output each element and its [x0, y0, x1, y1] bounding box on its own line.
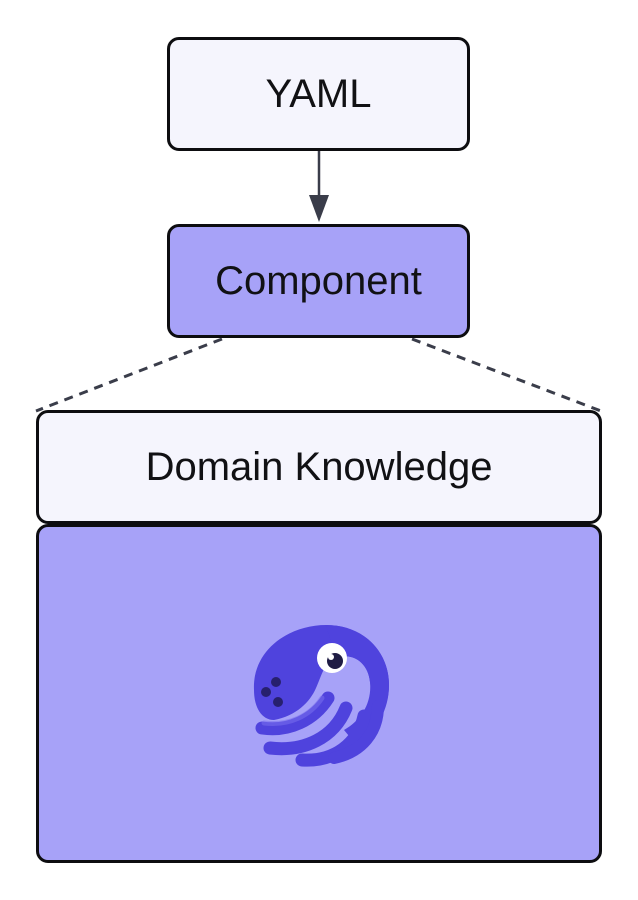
yaml-node: YAML [167, 37, 470, 151]
domain-knowledge-label: Domain Knowledge [145, 444, 493, 489]
arrowhead-icon [309, 195, 329, 222]
component-label: Component [215, 258, 422, 303]
zoom-line-right [411, 337, 602, 413]
domain-knowledge-node: Domain Knowledge [36, 410, 602, 524]
zoom-line-left [35, 337, 223, 413]
logo-panel [36, 524, 602, 863]
component-node: Component [167, 224, 470, 338]
yaml-label: YAML [265, 71, 372, 116]
octopus-logo-icon [253, 625, 389, 767]
